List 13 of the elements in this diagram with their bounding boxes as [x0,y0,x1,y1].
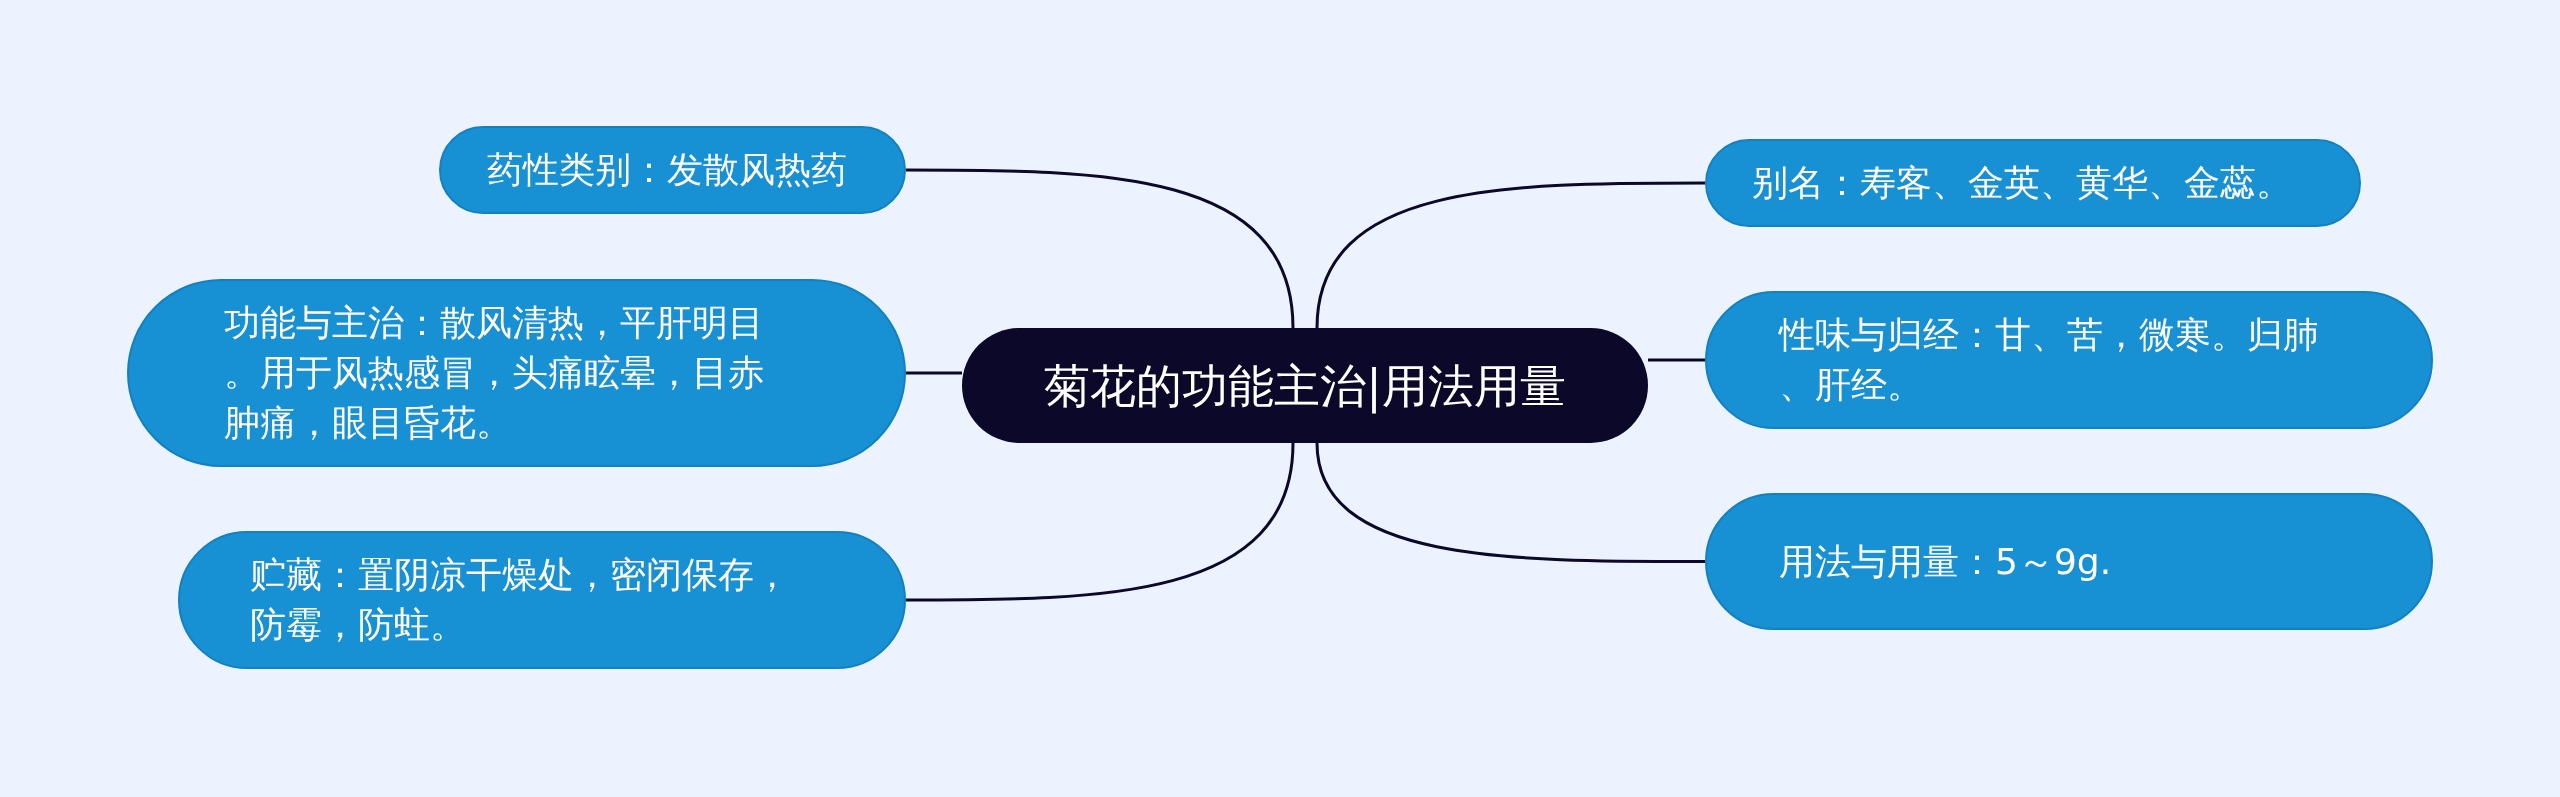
topic-text: 性味与归经：甘、苦，微寒。归肺、肝经。 [1779,313,2320,407]
topic-text: 贮藏：置阴凉干燥处，密闭保存，防霉，防蛀。 [250,553,791,647]
topic-text: 用法与用量：5～9g. [1779,539,2113,584]
topic-text: 功能与主治：散风清热，平肝明目。用于风热感冒，头痛眩晕，目赤肿痛，眼目昏花。 [224,301,765,445]
connector-line [906,168,1295,329]
connector-line [1315,442,1705,563]
central-title: 菊花的功能主治|用法用量 [1044,357,1566,414]
connector-line [906,442,1295,602]
connector-line [1648,358,1705,362]
connector-line [906,371,962,375]
topic-text: 药性类别：发散风热药 [487,148,848,192]
connector-line [1315,181,1705,329]
topic-text: 别名：寿客、金英、黄华、金蕊。 [1752,161,2293,205]
